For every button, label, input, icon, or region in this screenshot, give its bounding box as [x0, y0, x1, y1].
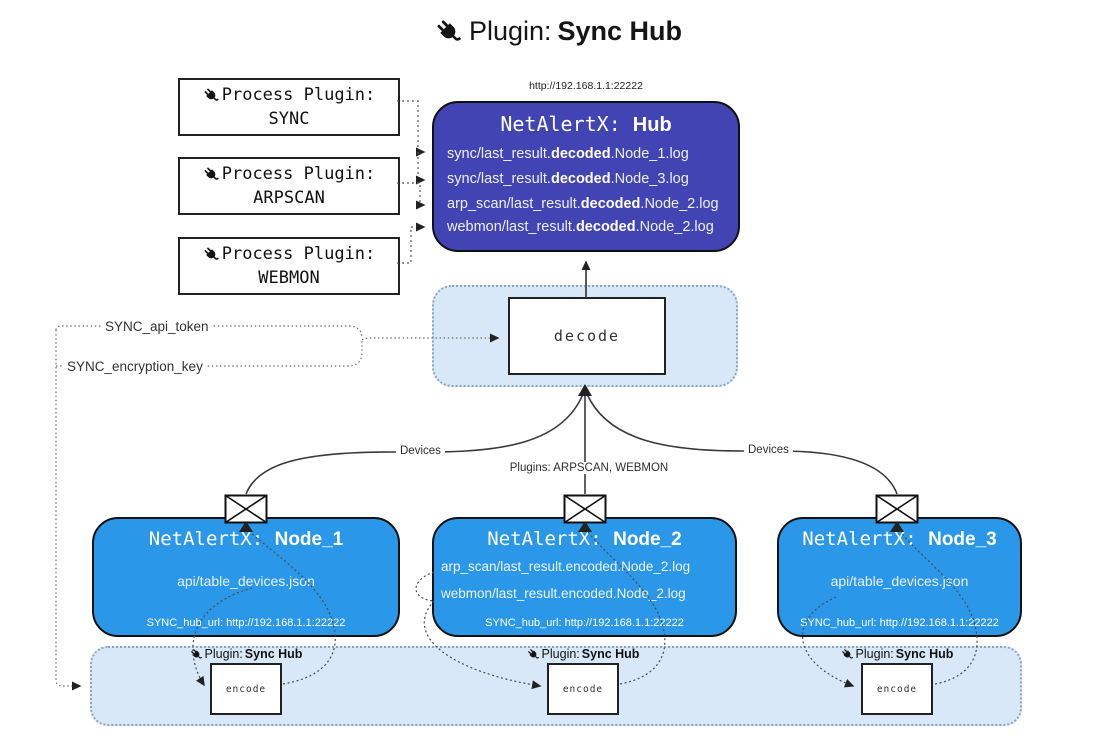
decode-label: decode	[553, 327, 621, 345]
hub-title-name: Hub	[632, 114, 672, 136]
process-plugin-name: WEBMON	[258, 268, 320, 288]
hub-log-line: sync/last_result.decoded.Node_1.log	[447, 146, 689, 162]
sync-api-token-label: SYNC_api_token	[102, 319, 212, 334]
encode-label: encode	[876, 683, 918, 695]
node-3-title: NetAlertX: Node_3	[802, 528, 997, 550]
node-1-title: NetAlertX: Node_1	[148, 528, 344, 550]
encode-label: encode	[225, 683, 267, 695]
encode-box-3: encode	[861, 663, 933, 715]
node-2-hub-url-label: SYNC_hub_url: http://192.168.1.1:22222	[485, 617, 684, 629]
hub-log-line: arp_scan/last_result.decoded.Node_2.log	[447, 196, 719, 212]
encode-label: encode	[562, 683, 604, 695]
plug-icon	[435, 18, 463, 46]
process-plugin-label: Process Plugin:	[221, 164, 376, 184]
hub-title: NetAlertX: Hub	[434, 112, 738, 137]
hub-log-line: webmon/last_result.decoded.Node_2.log	[447, 219, 714, 235]
node-3-box: NetAlertX: Node_3 api/table_devices.json…	[777, 517, 1022, 637]
hub-log-line: sync/last_result.decoded.Node_3.log	[447, 171, 689, 187]
envelope-icon-node-2	[563, 494, 607, 524]
encode-plugin-label: Plugin: Sync Hub	[817, 647, 977, 661]
process-plugin-name: SYNC	[268, 109, 310, 129]
devices-label-left: Devices	[396, 445, 445, 457]
plug-icon	[527, 648, 540, 661]
node-2-box: NetAlertX: Node_2 arp_scan/last_result.e…	[432, 517, 737, 637]
sync-encryption-key-label: SYNC_encryption_key	[64, 359, 206, 374]
process-plugin-label: Process Plugin:	[221, 85, 376, 105]
devices-label-right: Devices	[744, 444, 793, 456]
process-plugin-label: Process Plugin:	[221, 244, 376, 264]
plug-icon	[203, 166, 220, 183]
hub-box: NetAlertX: Hub sync/last_result.decoded.…	[432, 101, 740, 252]
encode-box-2: encode	[547, 663, 619, 715]
process-plugin-arpscan-box: Process Plugin: ARPSCAN	[178, 157, 400, 215]
encode-box-1: encode	[210, 663, 282, 715]
node-3-hub-url-label: SYNC_hub_url: http://192.168.1.1:22222	[800, 617, 999, 629]
plug-icon	[190, 648, 203, 661]
process-plugin-name: ARPSCAN	[253, 188, 325, 208]
node-1-hub-url-label: SYNC_hub_url: http://192.168.1.1:22222	[146, 617, 346, 629]
diagram-title-prefix: Plugin:	[468, 16, 552, 46]
envelope-icon-node-3	[875, 494, 919, 524]
node-2-log-line: arp_scan/last_result.encoded.Node_2.log	[441, 559, 691, 574]
process-plugin-webmon-box: Process Plugin: WEBMON	[178, 237, 400, 295]
node-3-file-label: api/table_devices.json	[830, 573, 969, 589]
encode-plugin-label: Plugin: Sync Hub	[503, 647, 663, 661]
plug-icon	[203, 246, 220, 263]
hub-title-prefix: NetAlertX:	[500, 112, 633, 136]
node-1-file-label: api/table_devices.json	[177, 573, 315, 589]
node-2-title: NetAlertX: Node_2	[487, 528, 682, 550]
node-1-box: NetAlertX: Node_1 api/table_devices.json…	[92, 517, 400, 637]
process-plugin-sync-box: Process Plugin: SYNC	[178, 78, 400, 136]
diagram-title: Plugin: Sync Hub	[0, 16, 1117, 47]
decode-box: decode	[508, 297, 666, 375]
envelope-icon-node-1	[224, 494, 268, 524]
plugins-label: Plugins: ARPSCAN, WEBMON	[505, 462, 673, 474]
node-2-log-line: webmon/last_result.encoded.Node_2.log	[441, 586, 686, 601]
diagram-title-name: Sync Hub	[557, 16, 683, 46]
hub-url-label: http://192.168.1.1:22222	[529, 80, 643, 92]
plug-icon	[841, 648, 854, 661]
plug-icon	[203, 87, 220, 104]
encode-plugin-label: Plugin: Sync Hub	[166, 647, 326, 661]
